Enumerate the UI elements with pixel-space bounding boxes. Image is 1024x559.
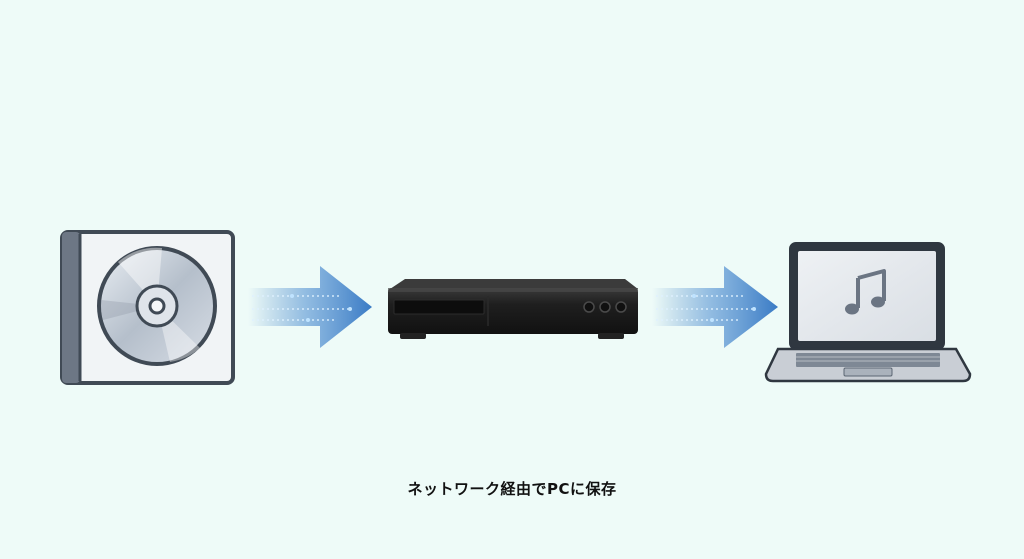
cd-case-icon [60, 230, 235, 385]
laptop-icon [764, 242, 972, 383]
music-note-icon [845, 269, 886, 315]
arrow-right-icon [652, 266, 778, 348]
media-player-device-icon [388, 279, 638, 339]
arrow-right-icon [248, 266, 372, 348]
disc-icon [97, 246, 217, 366]
diagram-caption: ネットワーク経由でPCに保存 [407, 480, 617, 498]
